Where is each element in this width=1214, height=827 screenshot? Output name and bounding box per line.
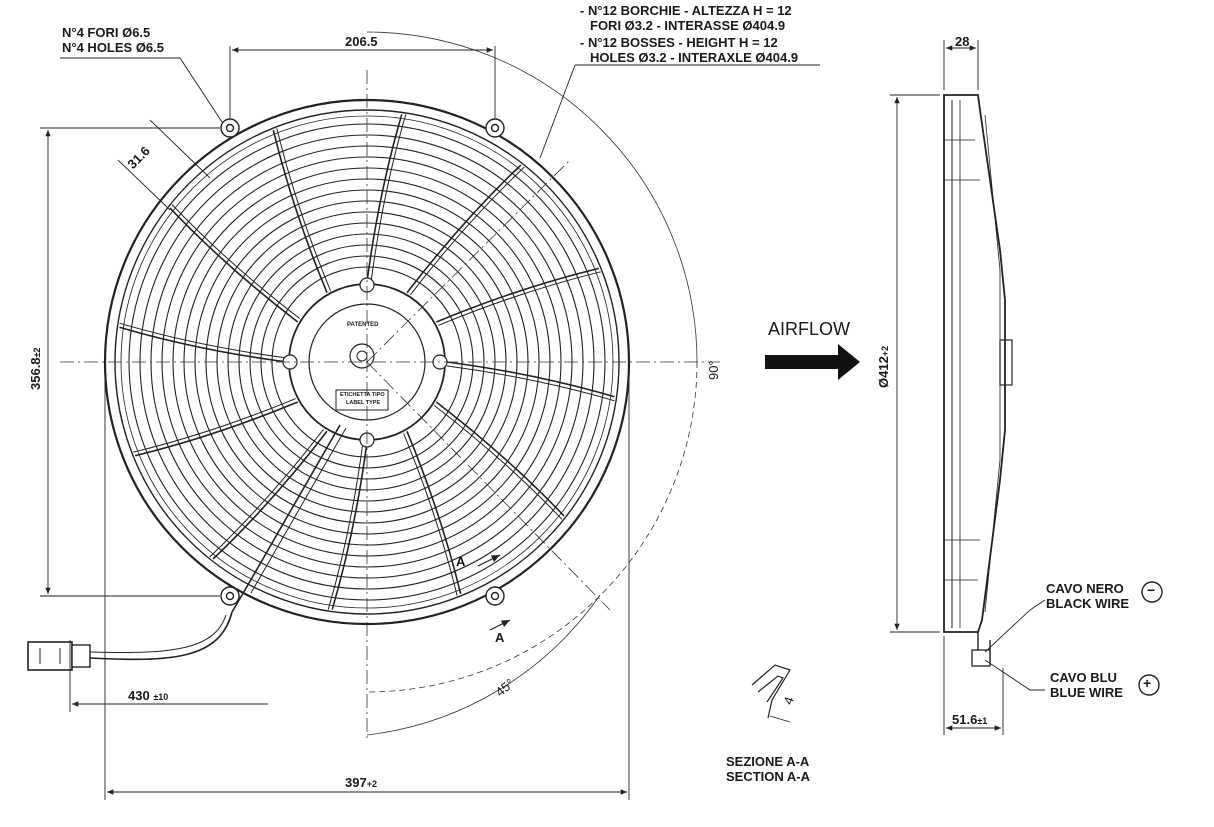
grille-spoke xyxy=(331,441,368,610)
grille-spoke xyxy=(272,130,328,294)
connector xyxy=(27,641,73,671)
section-marks xyxy=(477,554,511,631)
negative-symbol-circle xyxy=(1141,581,1163,603)
grille-spoke xyxy=(119,322,288,359)
holes-note-en: N°4 HOLES Ø6.5 xyxy=(62,40,165,55)
cable xyxy=(89,611,233,661)
hub-label-type-en: LABEL TYPE xyxy=(346,400,381,406)
grille-spoke xyxy=(169,207,299,323)
grille-spoke xyxy=(406,164,522,294)
hub-label-type-it: ETICHETTA TIPO xyxy=(340,392,385,398)
grille-spoke xyxy=(171,204,301,319)
grille-spoke xyxy=(370,114,407,283)
wire-black-en: BLACK WIRE xyxy=(1046,596,1130,611)
hub-patented: PATENTED xyxy=(347,322,379,328)
angle-arcs xyxy=(366,31,698,736)
grille-spoke xyxy=(133,398,296,453)
grille-spoke xyxy=(119,326,288,363)
dim-height: 356.8±2 xyxy=(28,347,43,391)
section-caption-it: SEZIONE A-A xyxy=(726,754,810,769)
mounting-lugs xyxy=(220,118,505,606)
grille-spoke xyxy=(327,441,364,610)
grille-spoke xyxy=(135,401,299,457)
bosses-note-it-2: FORI Ø3.2 - INTERASSE Ø404.9 xyxy=(590,18,786,33)
minus-symbol: − xyxy=(1147,582,1156,598)
grille-spoke xyxy=(446,365,615,402)
grille-spoke xyxy=(212,430,328,560)
angle-90: 90° xyxy=(706,360,721,380)
side-dimensions xyxy=(890,40,1046,735)
airflow-label: AIRFLOW xyxy=(768,319,851,339)
wire-blue-en: BLUE WIRE xyxy=(1050,685,1123,700)
cable-run xyxy=(231,424,341,613)
dimension-lines xyxy=(40,46,820,800)
centerlines xyxy=(60,70,720,740)
section-caption-en: SECTION A-A xyxy=(726,769,811,784)
grille-spoke xyxy=(406,430,462,594)
plus-symbol: + xyxy=(1143,675,1152,691)
grille-spoke xyxy=(366,114,403,283)
bosses-note-it-1: - N°12 BORCHIE - ALTEZZA H = 12 xyxy=(580,3,792,18)
grille-spokes xyxy=(119,114,615,610)
dim-depth-top: 28 xyxy=(955,34,970,49)
grille-spoke xyxy=(438,271,601,326)
bosses-note-en-2: HOLES Ø3.2 - INTERAXLE Ø404.9 xyxy=(590,50,799,65)
dim-hole-spacing: 206.5 xyxy=(345,34,378,49)
side-view xyxy=(943,94,1013,667)
dim-width: 397+2 xyxy=(345,775,377,790)
wire-terminal xyxy=(971,649,991,667)
wire-black-it: CAVO NERO xyxy=(1046,581,1124,596)
grille-spoke xyxy=(209,428,324,558)
grille-spoke xyxy=(410,166,525,296)
holes-note-it: N°4 FORI Ø6.5 xyxy=(62,25,151,40)
grille-spoke xyxy=(433,405,563,520)
grille-spoke xyxy=(403,433,458,596)
grille-spoke xyxy=(276,128,331,291)
dim-depth-total: 51.6±1 xyxy=(952,712,988,727)
section-detail xyxy=(751,664,791,723)
dim-cable-length: 430 ±10 xyxy=(128,688,169,703)
dim-diameter: Ø412+2 xyxy=(876,345,891,388)
grille-spoke xyxy=(446,361,615,398)
grille-spoke xyxy=(435,267,599,323)
bosses-note-en-1: - N°12 BOSSES - HEIGHT H = 12 xyxy=(580,35,778,50)
label-plate xyxy=(335,389,389,411)
grille-spoke xyxy=(435,401,565,517)
wire-blue-it: CAVO BLU xyxy=(1050,670,1117,685)
section-mark-lower: A xyxy=(495,630,505,645)
section-mark-upper: A xyxy=(456,554,466,569)
front-view xyxy=(27,98,631,671)
airflow-arrow xyxy=(765,344,860,380)
positive-symbol-circle xyxy=(1138,674,1160,696)
